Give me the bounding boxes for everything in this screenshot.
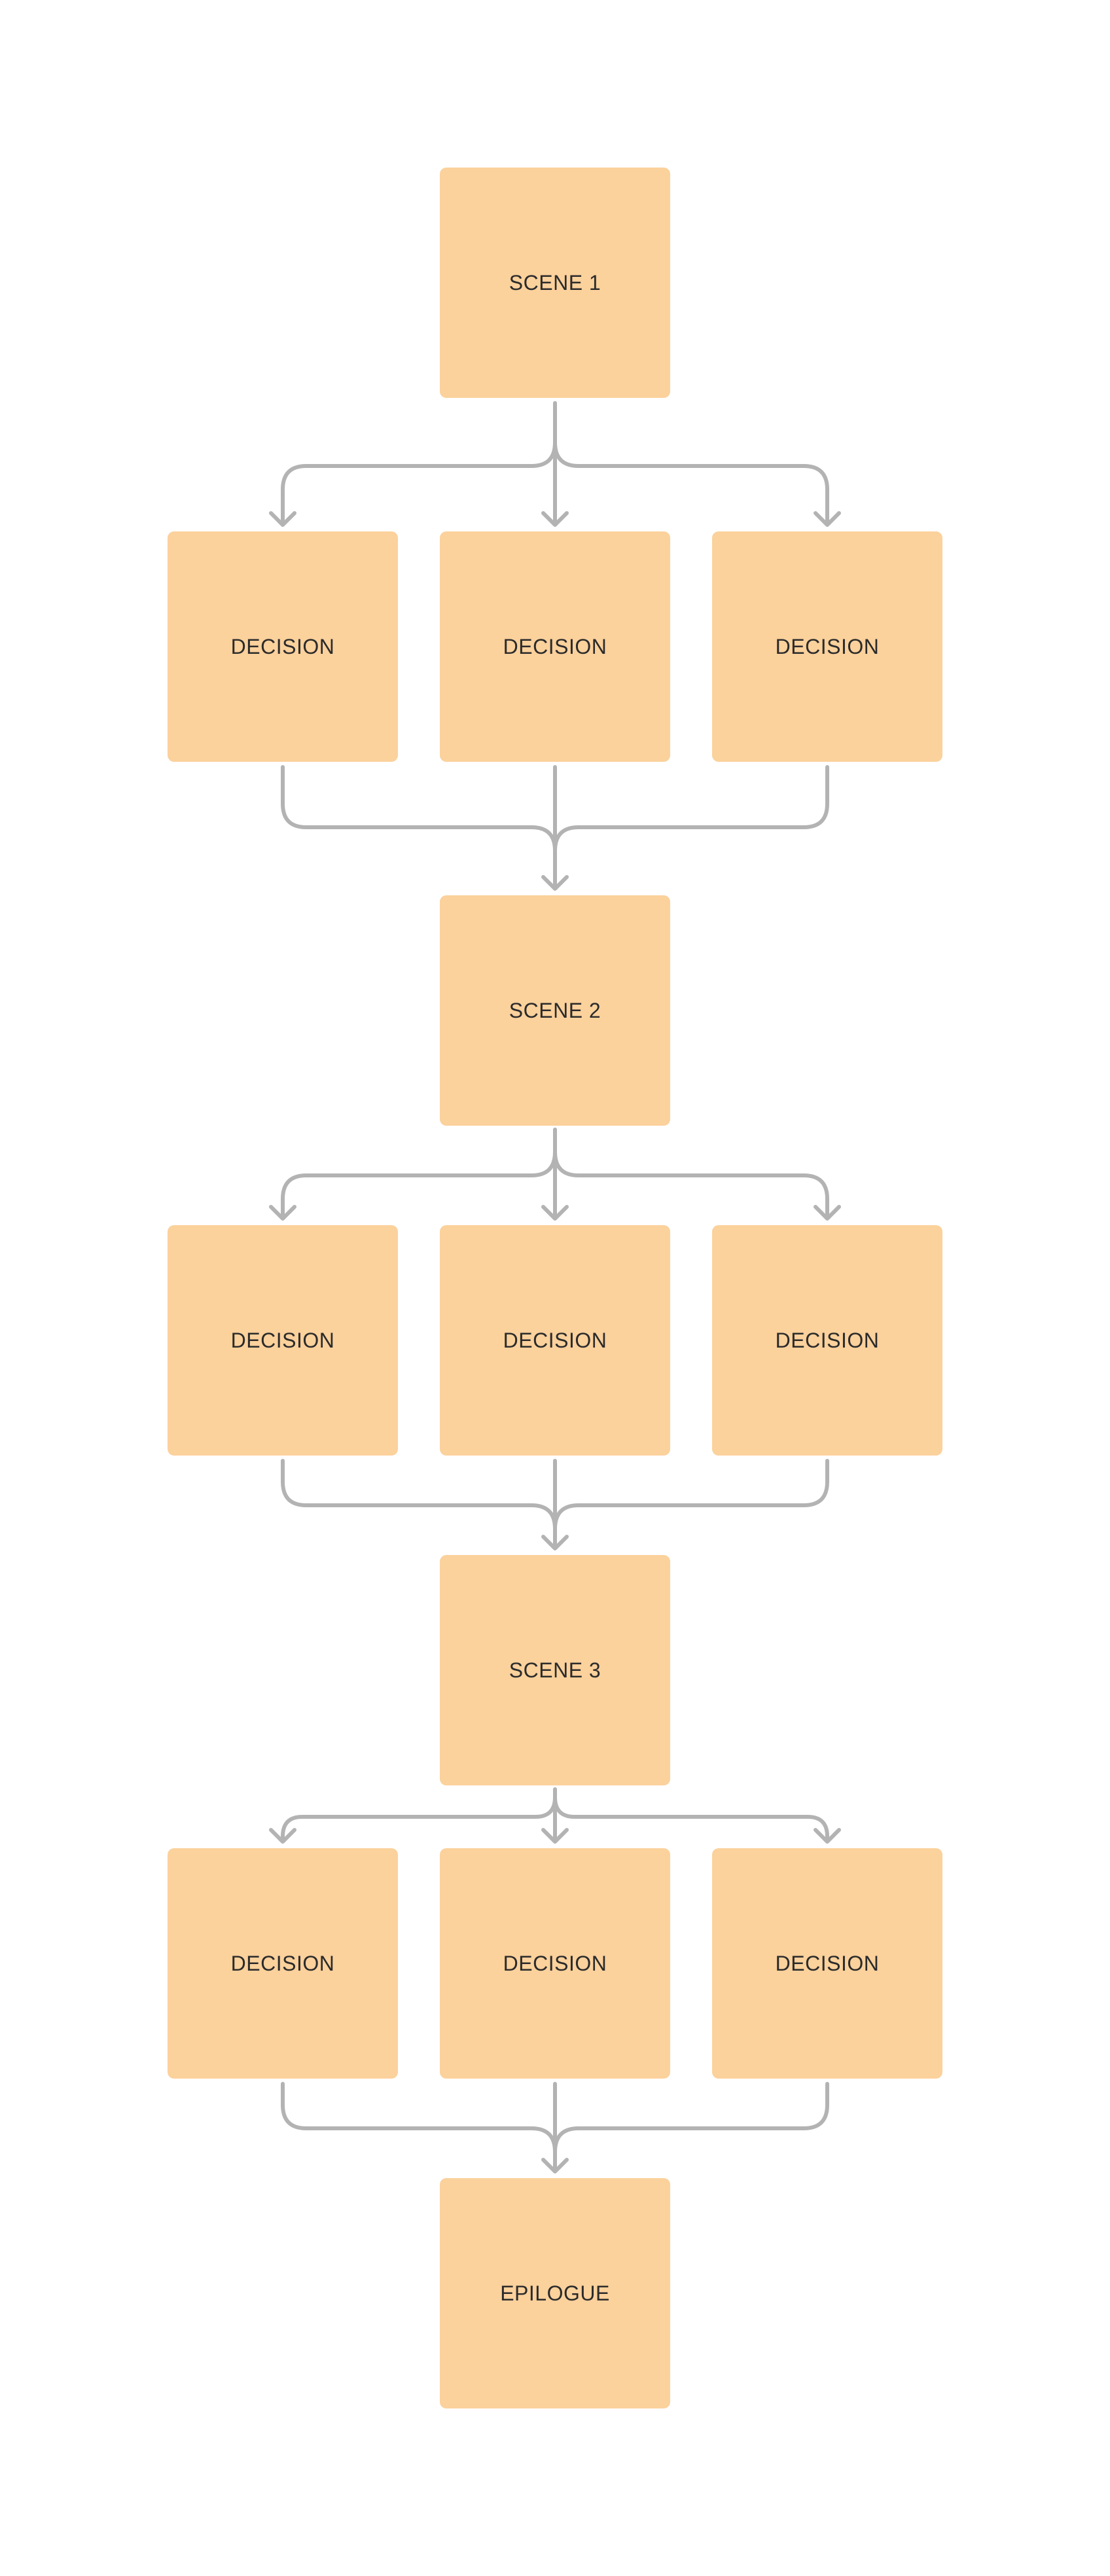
connector-scene3-to-decision-left	[281, 1787, 557, 1842]
decision-3-right-box: DECISION	[712, 1848, 942, 2079]
connector-scene3-to-decision-right	[553, 1787, 829, 1842]
arrowhead	[541, 511, 569, 527]
decision-2-center-box: DECISION	[440, 1225, 670, 1456]
decision-3-left-box: DECISION	[168, 1848, 398, 2079]
decision-label: DECISION	[775, 1951, 880, 1975]
decision-2-right-box: DECISION	[712, 1225, 942, 1456]
connector-decision-left-to-epilogue	[281, 2082, 557, 2172]
scene-2-box: SCENE 2	[440, 895, 670, 1126]
epilogue-label: EPILOGUE	[500, 2281, 610, 2305]
connector-decision-right-to-epilogue	[553, 2082, 829, 2172]
arrowhead	[814, 1828, 841, 1844]
decision-label: DECISION	[503, 634, 607, 658]
connector-decision-left-to-scene3	[281, 1459, 557, 1549]
decision-label: DECISION	[775, 634, 880, 658]
epilogue-box: EPILOGUE	[440, 2178, 670, 2408]
connector-decision-right-to-scene2	[553, 765, 829, 889]
arrowhead	[541, 1205, 569, 1221]
arrowhead	[269, 1205, 296, 1221]
decision-1-right-box: DECISION	[712, 531, 942, 762]
arrowhead	[541, 1828, 569, 1844]
decision-label: DECISION	[230, 1328, 335, 1352]
arrowhead	[814, 511, 841, 527]
decision-label: DECISION	[230, 1951, 335, 1975]
arrowhead	[541, 2158, 569, 2174]
connector-decision-left-to-scene2	[281, 765, 557, 889]
decision-1-left-box: DECISION	[168, 531, 398, 762]
decision-label: DECISION	[503, 1951, 607, 1975]
arrowhead	[814, 1205, 841, 1221]
connector-scene2-to-decision-right	[553, 1128, 829, 1219]
decision-label: DECISION	[230, 634, 335, 658]
arrowhead	[541, 875, 569, 891]
arrowhead	[269, 1828, 296, 1844]
connector-decision-right-to-scene3	[553, 1459, 829, 1549]
connector-scene1-to-decision-right	[553, 401, 829, 526]
decision-2-left-box: DECISION	[168, 1225, 398, 1456]
decision-label: DECISION	[775, 1328, 880, 1352]
scene-2-label: SCENE 2	[509, 998, 601, 1022]
arrowhead	[541, 1535, 569, 1550]
scene-1-box: SCENE 1	[440, 168, 670, 398]
scene-3-label: SCENE 3	[509, 1658, 601, 1682]
scene-3-box: SCENE 3	[440, 1555, 670, 1785]
connector-scene2-to-decision-left	[281, 1128, 557, 1219]
decision-label: DECISION	[503, 1328, 607, 1352]
decision-1-center-box: DECISION	[440, 531, 670, 762]
connector-scene1-to-decision-left	[281, 401, 557, 526]
scene-1-label: SCENE 1	[509, 270, 601, 295]
decision-3-center-box: DECISION	[440, 1848, 670, 2079]
arrowhead	[269, 511, 296, 527]
